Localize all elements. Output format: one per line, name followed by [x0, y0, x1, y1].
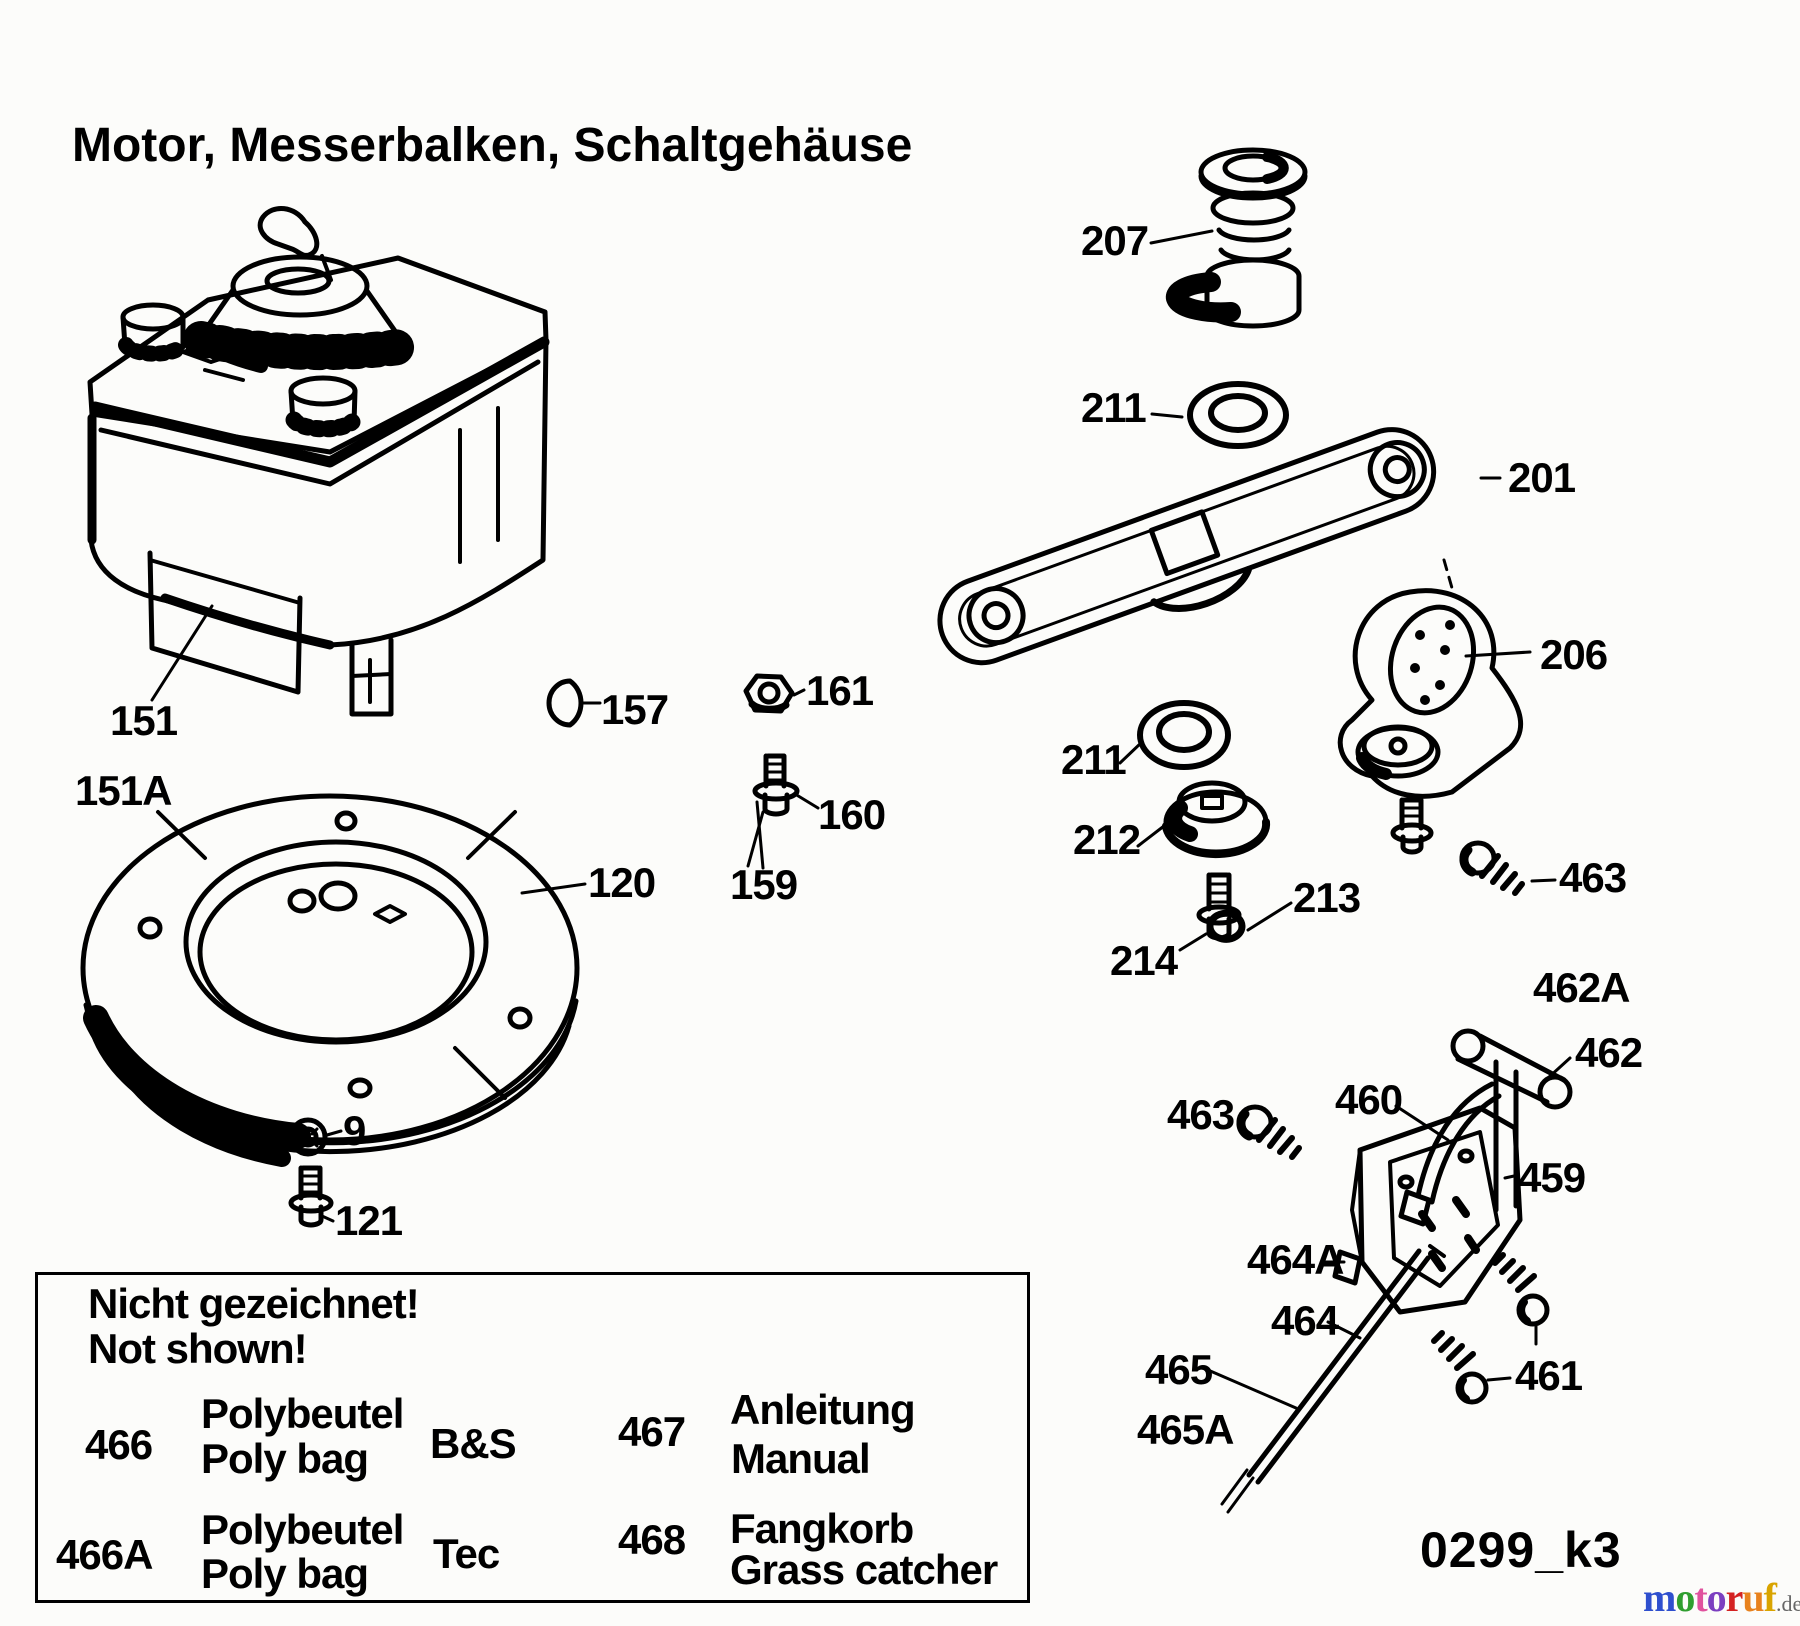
bolt-214-drawing [1178, 872, 1242, 952]
logo-letter: o [1706, 1575, 1727, 1620]
callout-464a: 464A [1247, 1236, 1344, 1283]
leader-159 [755, 800, 765, 870]
lock-washer-213-drawing [1206, 901, 1293, 943]
not-shown-table: Nicht gezeichnet! Not shown! 466 Polybeu… [35, 1272, 1030, 1603]
callout-460: 460 [1335, 1076, 1403, 1123]
callout-160: 160 [818, 791, 886, 838]
blade-adapter-206-drawing [1337, 558, 1532, 799]
callout-213: 213 [1293, 874, 1361, 921]
lock-washer-9-drawing [288, 1117, 343, 1157]
link-460-drawing [1394, 1081, 1502, 1227]
callout-161: 161 [806, 667, 874, 714]
hub-212-drawing [1136, 780, 1271, 859]
row1-part-en: Poly bag [201, 1435, 369, 1482]
callout-206: 206 [1540, 631, 1608, 678]
page-title: Motor, Messerbalken, Schaltgehäuse [72, 119, 913, 172]
row2-ref2: 468 [618, 1516, 686, 1563]
washer-211-top-drawing [1150, 381, 1289, 449]
screw-463b-drawing [1236, 1104, 1302, 1160]
leader-151 [150, 604, 214, 702]
row2-part-en: Poly bag [201, 1550, 369, 1597]
callout-9: 9 [343, 1107, 366, 1154]
not-shown-heading-en: Not shown! [88, 1325, 308, 1372]
spacer-stack-207-drawing [1149, 147, 1308, 329]
row1-part2-en: Manual [731, 1435, 871, 1482]
bracket-459-drawing [1350, 1105, 1523, 1315]
logo-letter: m [1643, 1575, 1676, 1620]
callout-459: 459 [1518, 1154, 1586, 1201]
throttle-lever-462-drawing [1450, 1028, 1573, 1213]
not-shown-heading-de: Nicht gezeichnet! [88, 1280, 420, 1327]
callout-121: 121 [335, 1197, 403, 1244]
row1-part2-de: Anleitung [730, 1386, 916, 1433]
logo-letter: o [1675, 1575, 1695, 1620]
logo-letter: t [1694, 1575, 1707, 1620]
logo-suffix: .de [1776, 1591, 1800, 1616]
row1-part-de: Polybeutel [201, 1390, 404, 1437]
row1-engine: B&S [430, 1420, 517, 1467]
logo-letter: r [1725, 1575, 1744, 1620]
callout-159: 159 [730, 861, 798, 908]
row1-ref: 466 [85, 1421, 153, 1468]
callout-463-right: 463 [1559, 854, 1627, 901]
callout-211-lower: 211 [1061, 736, 1127, 783]
callout-120: 120 [588, 859, 656, 906]
callout-212: 212 [1073, 816, 1141, 863]
drawing-code: 0299_k3 [1420, 1522, 1622, 1578]
engine-drawing [87, 206, 550, 717]
leader-120 [520, 882, 587, 895]
callout-207: 207 [1081, 217, 1149, 264]
screws-461-drawing [1431, 1252, 1550, 1405]
callout-461: 461 [1515, 1352, 1583, 1399]
row2-part2-de: Fangkorb [730, 1505, 914, 1552]
callout-157: 157 [601, 686, 669, 733]
callout-462a: 462A [1533, 964, 1630, 1011]
callout-464: 464 [1271, 1297, 1339, 1344]
row2-part2-en: Grass catcher [730, 1546, 998, 1593]
adapter-bolt-drawing [1390, 797, 1434, 855]
callout-151: 151 [110, 697, 178, 744]
cable-clamp-464a-drawing [1324, 1249, 1363, 1286]
callout-214: 214 [1110, 937, 1178, 984]
row2-ref: 466A [56, 1531, 153, 1578]
callout-201: 201 [1508, 454, 1576, 501]
callout-151a: 151A [75, 767, 172, 814]
washer-211-lower-drawing [1118, 700, 1231, 770]
pulley-ring-drawing [80, 793, 580, 1167]
callout-211-top: 211 [1081, 384, 1147, 431]
flange-bolt-160-drawing [746, 753, 820, 868]
row2-engine: Tec [433, 1530, 500, 1577]
callout-463-left: 463 [1167, 1091, 1235, 1138]
logo-letter: f [1763, 1575, 1777, 1620]
motoruf-logo[interactable]: motoruf.de [1643, 1578, 1800, 1618]
flange-bolt-121-drawing [288, 1165, 335, 1228]
row2-part-de: Polybeutel [201, 1506, 404, 1553]
callout-462: 462 [1575, 1029, 1643, 1076]
blade-drawing [937, 427, 1437, 666]
logo-letter: u [1742, 1575, 1764, 1620]
callout-465a: 465A [1137, 1406, 1234, 1453]
row1-ref2: 467 [618, 1408, 686, 1455]
callout-465: 465 [1145, 1346, 1213, 1393]
screw-463a-drawing [1459, 840, 1557, 896]
woodruff-key-drawing [546, 678, 602, 728]
hex-nut-drawing [743, 673, 806, 714]
bowden-cable-drawing [1206, 1244, 1446, 1514]
